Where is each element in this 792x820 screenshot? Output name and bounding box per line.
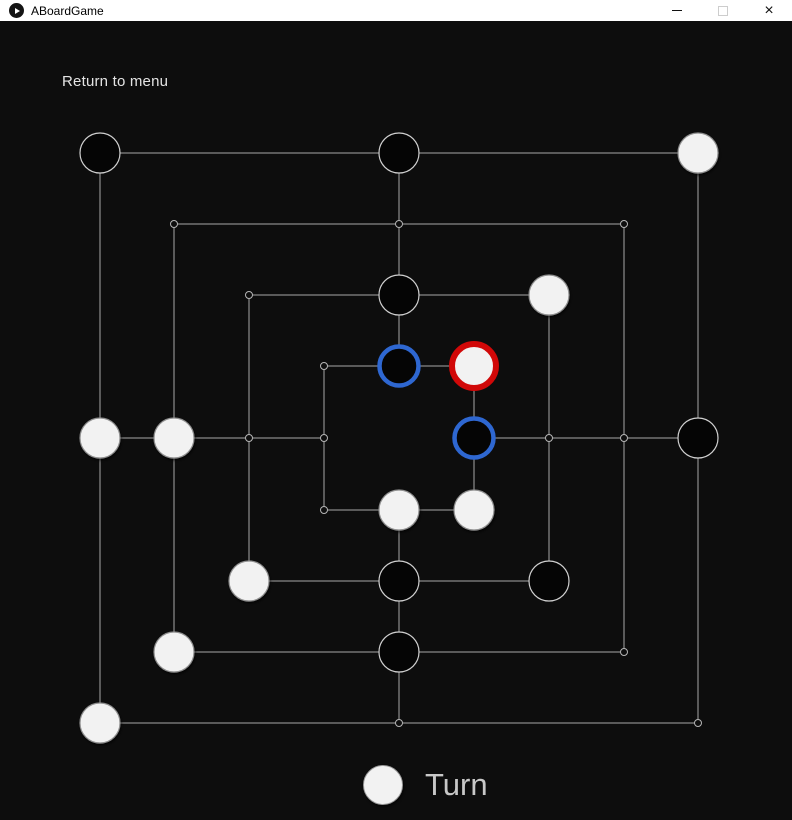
board-point-r3-l[interactable] [320,434,328,442]
close-button[interactable]: × [746,0,792,21]
piece-black-r0-r[interactable] [677,417,719,459]
board-point-r2-r[interactable] [545,434,553,442]
board-point-r3-bl[interactable] [320,506,328,514]
board-point-r1-tl[interactable] [170,220,178,228]
play-triangle-icon [15,7,20,14]
piece-white-r0-bl[interactable] [79,702,121,744]
maximize-icon [718,5,728,16]
window-controls: × [654,0,792,21]
board-point-r2-tl[interactable] [245,291,253,299]
piece-white-r2-bl[interactable] [228,560,270,602]
piece-black-r2-br[interactable] [528,560,570,602]
piece-white-r3-br[interactable] [453,489,495,531]
piece-black-r2-b[interactable] [378,560,420,602]
app-play-icon [9,3,24,18]
piece-black-blue-highlight-r3-r[interactable] [452,416,496,460]
board-point-r0-br[interactable] [694,719,702,727]
maximize-button [700,0,746,21]
board-point-r0-b[interactable] [395,719,403,727]
turn-label: Turn [425,767,488,802]
piece-black-r2-t[interactable] [378,274,420,316]
board-point-r2-l[interactable] [245,434,253,442]
piece-white-red-highlight-r3-tr[interactable] [449,341,499,391]
piece-black-blue-highlight-r3-t[interactable] [377,344,421,388]
board-point-r1-r[interactable] [620,434,628,442]
board-point-r1-br[interactable] [620,648,628,656]
titlebar: ABoardGame × [0,0,792,21]
turn-indicator: Turn [363,764,488,806]
piece-black-r0-t[interactable] [378,132,420,174]
piece-white-r1-l[interactable] [153,417,195,459]
piece-black-r1-b[interactable] [378,631,420,673]
game-board [79,132,719,744]
piece-white-r3-b[interactable] [378,489,420,531]
board-point-r3-tl[interactable] [320,362,328,370]
minimize-icon [672,10,682,11]
window-title: ABoardGame [31,3,104,18]
piece-white-r0-tr[interactable] [677,132,719,174]
piece-white-r1-bl[interactable] [153,631,195,673]
board-point-r1-tr[interactable] [620,220,628,228]
piece-white-r2-tr[interactable] [528,274,570,316]
piece-black-r0-tl[interactable] [79,132,121,174]
board-point-r1-t[interactable] [395,220,403,228]
return-to-menu-button[interactable]: Return to menu [62,73,169,90]
close-icon: × [764,1,774,19]
minimize-button[interactable] [654,0,700,21]
piece-white-r0-l[interactable] [79,417,121,459]
turn-player-circle [363,765,403,805]
